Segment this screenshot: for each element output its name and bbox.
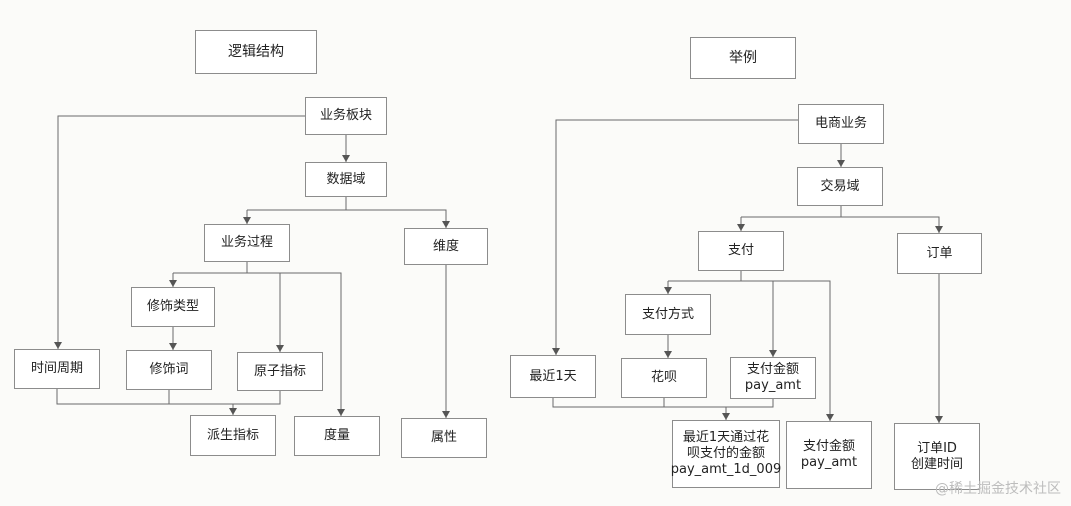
- edge-payment-bus: [668, 271, 742, 282]
- edge-ecom-last1-arrowhead: [552, 348, 560, 355]
- node-attribute: 属性: [401, 418, 487, 458]
- node-data-domain: 数据域: [305, 162, 387, 197]
- edge-atomic-bus-ex: [726, 399, 774, 408]
- edge-process-atomic: [247, 272, 281, 352]
- edge-payment-measure: [741, 280, 831, 421]
- watermark: @稀土掘金技术社区: [935, 481, 1061, 497]
- edge-payment-atomic-arrowhead: [769, 350, 777, 357]
- edge-trade-bus: [741, 206, 842, 218]
- edge-payment-method-arrowhead: [664, 287, 672, 294]
- node-last-1-day: 最近1天: [510, 355, 596, 398]
- edge-segment-domain-arrowhead: [342, 155, 350, 162]
- edge-process-atomic-arrowhead: [276, 345, 284, 352]
- edge-ecom-trade-arrowhead: [837, 160, 845, 167]
- node-time-period: 时间周期: [14, 349, 100, 389]
- node-modifier-type: 修饰类型: [131, 287, 215, 327]
- edge-segment-timeperiod-arrowhead: [54, 342, 62, 349]
- node-derived-example: 最近1天通过花 呗支付的金额 pay_amt_1d_009: [671, 420, 781, 488]
- logical-structure-title: 逻辑结构: [195, 30, 317, 74]
- node-measure: 度量: [294, 416, 380, 456]
- node-order: 订单: [897, 233, 982, 274]
- node-ecommerce-business: 电商业务: [798, 104, 884, 144]
- edge-dimension-attribute-arrowhead: [442, 411, 450, 418]
- edge-domain-process-arrowhead: [243, 217, 251, 224]
- edge-atomic-bus: [233, 391, 281, 405]
- edge-payment-atomic: [741, 280, 774, 357]
- edge-process-measure: [247, 272, 342, 416]
- node-atomic-metric: 原子指标: [237, 352, 323, 391]
- node-pay-amount-atomic: 支付金额 pay_amt: [730, 357, 816, 399]
- node-payment: 支付: [698, 231, 784, 271]
- node-trade-domain: 交易域: [797, 167, 883, 206]
- edge-domain-bus: [247, 197, 347, 211]
- node-business-process: 业务过程: [204, 224, 290, 262]
- node-business-segment: 业务板块: [305, 97, 387, 135]
- edge-to-derived-ex-arrowhead: [722, 413, 730, 420]
- edge-method-huabei-arrowhead: [664, 351, 672, 358]
- edge-domain-dimension-arrowhead: [442, 221, 450, 228]
- edge-domain-dimension: [346, 209, 447, 228]
- edge-payment-measure-arrowhead: [826, 414, 834, 421]
- example-title: 举例: [690, 37, 796, 79]
- node-derived-metric: 派生指标: [190, 415, 276, 456]
- edge-modtype-modifier-arrowhead: [169, 343, 177, 350]
- edge-ecom-last1: [555, 119, 798, 355]
- edge-last1-bus: [552, 398, 726, 408]
- node-dimension: 维度: [404, 228, 488, 265]
- edge-process-modtype-arrowhead: [169, 280, 177, 287]
- edge-process-measure-arrowhead: [337, 409, 345, 416]
- node-modifier: 修饰词: [126, 350, 212, 390]
- edge-segment-timeperiod: [57, 115, 305, 349]
- edge-process-bus: [173, 262, 248, 274]
- edge-order-attributes-arrowhead: [935, 416, 943, 423]
- edge-timeperiod-bus: [56, 389, 233, 405]
- edge-trade-order: [841, 216, 940, 233]
- edge-to-derived-arrowhead: [229, 408, 237, 415]
- node-huabei: 花呗: [621, 358, 707, 398]
- edge-trade-payment-arrowhead: [737, 224, 745, 231]
- node-payment-method: 支付方式: [625, 294, 711, 335]
- node-pay-amount-measure: 支付金额 pay_amt: [786, 421, 872, 489]
- node-order-attributes: 订单ID 创建时间: [894, 423, 980, 490]
- edge-trade-order-arrowhead: [935, 226, 943, 233]
